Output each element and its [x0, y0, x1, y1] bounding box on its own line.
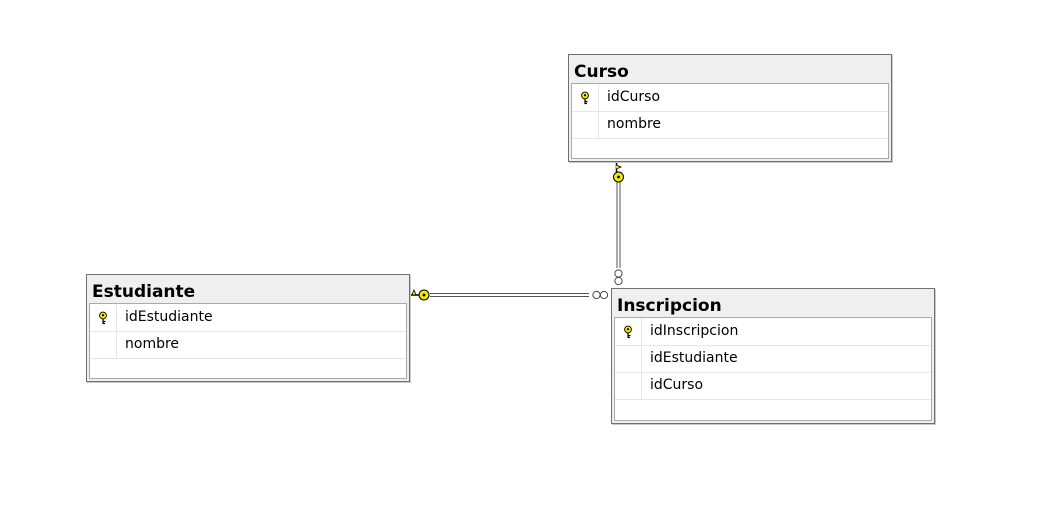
- column-name: nombre: [125, 336, 180, 352]
- column-list: idCurso nombre: [571, 83, 889, 159]
- row-selector: [90, 331, 117, 358]
- column-name: idEstudiante: [650, 350, 738, 366]
- column-row[interactable]: nombre: [90, 331, 406, 359]
- column-row[interactable]: idCurso: [572, 84, 888, 112]
- primary-key-icon: [624, 325, 632, 339]
- table-title: Curso: [574, 62, 629, 82]
- column-row[interactable]: idInscripcion: [615, 318, 931, 346]
- column-name: idCurso: [650, 377, 704, 393]
- column-name: idEstudiante: [125, 309, 213, 325]
- row-selector: [572, 84, 599, 111]
- table-estudiante[interactable]: Estudiante idEstudiante nombre: [86, 274, 410, 382]
- table-curso[interactable]: Curso idCurso nombre: [568, 54, 892, 162]
- column-name: nombre: [607, 116, 662, 132]
- row-selector: [615, 318, 642, 345]
- row-selector: [90, 304, 117, 331]
- column-list: idInscripcion idEstudiante idCurso: [614, 317, 932, 421]
- column-name: idCurso: [607, 89, 661, 105]
- primary-key-icon: [581, 91, 589, 105]
- primary-key-icon: [99, 311, 107, 325]
- column-row[interactable]: idCurso: [615, 372, 931, 400]
- column-row[interactable]: nombre: [572, 111, 888, 139]
- table-title: Inscripcion: [617, 296, 722, 316]
- column-row[interactable]: idEstudiante: [90, 304, 406, 332]
- relationship-estudiante-inscripcion[interactable]: [410, 289, 609, 301]
- relationship-curso-inscripcion[interactable]: [613, 163, 624, 286]
- row-selector: [615, 345, 642, 372]
- table-inscripcion[interactable]: Inscripcion idInscripcion idEstudiante i…: [611, 288, 935, 424]
- column-row[interactable]: idEstudiante: [615, 345, 931, 373]
- table-title: Estudiante: [92, 282, 196, 302]
- row-selector: [615, 372, 642, 399]
- infinity-icon: [614, 269, 623, 286]
- infinity-icon: [592, 290, 609, 300]
- column-name: idInscripcion: [650, 323, 739, 339]
- row-selector: [572, 111, 599, 138]
- key-icon: [410, 289, 430, 301]
- column-list: idEstudiante nombre: [89, 303, 407, 379]
- key-icon: [613, 163, 624, 183]
